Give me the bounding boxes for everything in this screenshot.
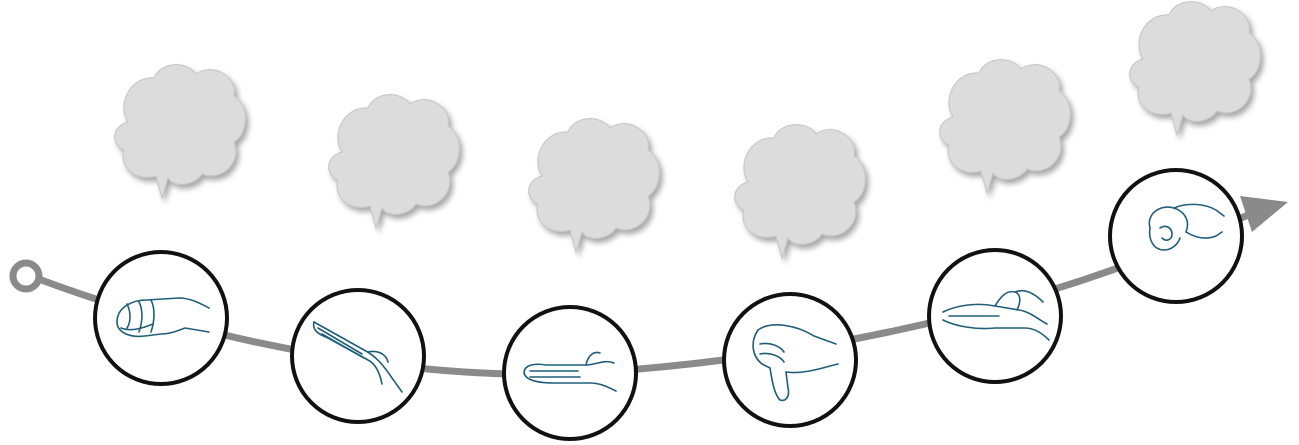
hand-stroke <box>759 352 785 363</box>
open-palm-up-hand-icon <box>942 289 1050 341</box>
thought-bubble <box>328 94 460 230</box>
thought-bubble-shape <box>734 124 866 260</box>
gesture-circle <box>1108 168 1244 304</box>
hand-stroke <box>138 301 143 333</box>
hand-stroke <box>150 299 155 333</box>
hand-stroke <box>116 297 210 323</box>
hand-stroke <box>367 350 389 363</box>
timeline-arrowhead <box>1240 196 1288 232</box>
thought-bubble-shape <box>1129 1 1261 137</box>
hand-stroke <box>1148 227 1181 251</box>
thought-bubble <box>114 64 246 200</box>
gesture-step <box>502 305 638 441</box>
hand-stroke <box>942 319 1050 341</box>
thought-bubble <box>939 59 1071 195</box>
thought-bubble-shape <box>528 118 660 254</box>
hand-stroke <box>313 321 403 393</box>
gesture-circle <box>93 250 229 386</box>
hand-stroke <box>1014 289 1044 303</box>
hand-stroke <box>785 363 839 374</box>
hand-stroke <box>120 323 154 331</box>
hand-stroke <box>1159 225 1173 241</box>
hand-stroke <box>585 351 601 366</box>
thumbs-down-hand-icon <box>752 324 839 402</box>
thought-bubble <box>734 124 866 260</box>
gesture-circle <box>502 305 638 441</box>
hand-stroke <box>757 324 837 345</box>
thought-bubble-shape <box>328 94 460 230</box>
hand-stroke <box>759 342 785 353</box>
thought-bubble-shape <box>114 64 246 200</box>
gesture-circle <box>722 292 858 428</box>
flat-hand-palm-down-hand-icon <box>523 351 617 392</box>
hand-stroke <box>116 321 210 338</box>
gesture-step <box>290 288 426 424</box>
hand-stroke <box>752 329 790 402</box>
hand-stroke <box>1185 231 1223 239</box>
gesture-step <box>1108 168 1244 304</box>
gesture-step <box>722 292 858 428</box>
hand-stroke <box>317 327 363 355</box>
hand-stroke <box>321 333 365 359</box>
hand-stroke <box>1173 203 1225 217</box>
gesture-steps <box>93 168 1244 441</box>
gesture-step <box>927 248 1063 384</box>
thought-bubble-shape <box>939 59 1071 195</box>
closed-fist-hand-icon <box>116 297 210 338</box>
hand-stroke <box>523 360 615 374</box>
flat-hand-tilted-down-hand-icon <box>312 321 403 393</box>
timeline-start-marker <box>9 259 43 293</box>
pinch-grip-hand-icon <box>1148 203 1225 251</box>
gesture-step <box>93 250 229 386</box>
hand-stroke <box>126 303 131 329</box>
hand-stroke <box>942 303 1048 325</box>
thought-bubble <box>1129 1 1261 137</box>
thought-bubble <box>528 118 660 254</box>
thought-bubbles <box>114 1 1261 260</box>
hand-stroke <box>523 372 617 392</box>
gesture-circle <box>290 288 426 424</box>
